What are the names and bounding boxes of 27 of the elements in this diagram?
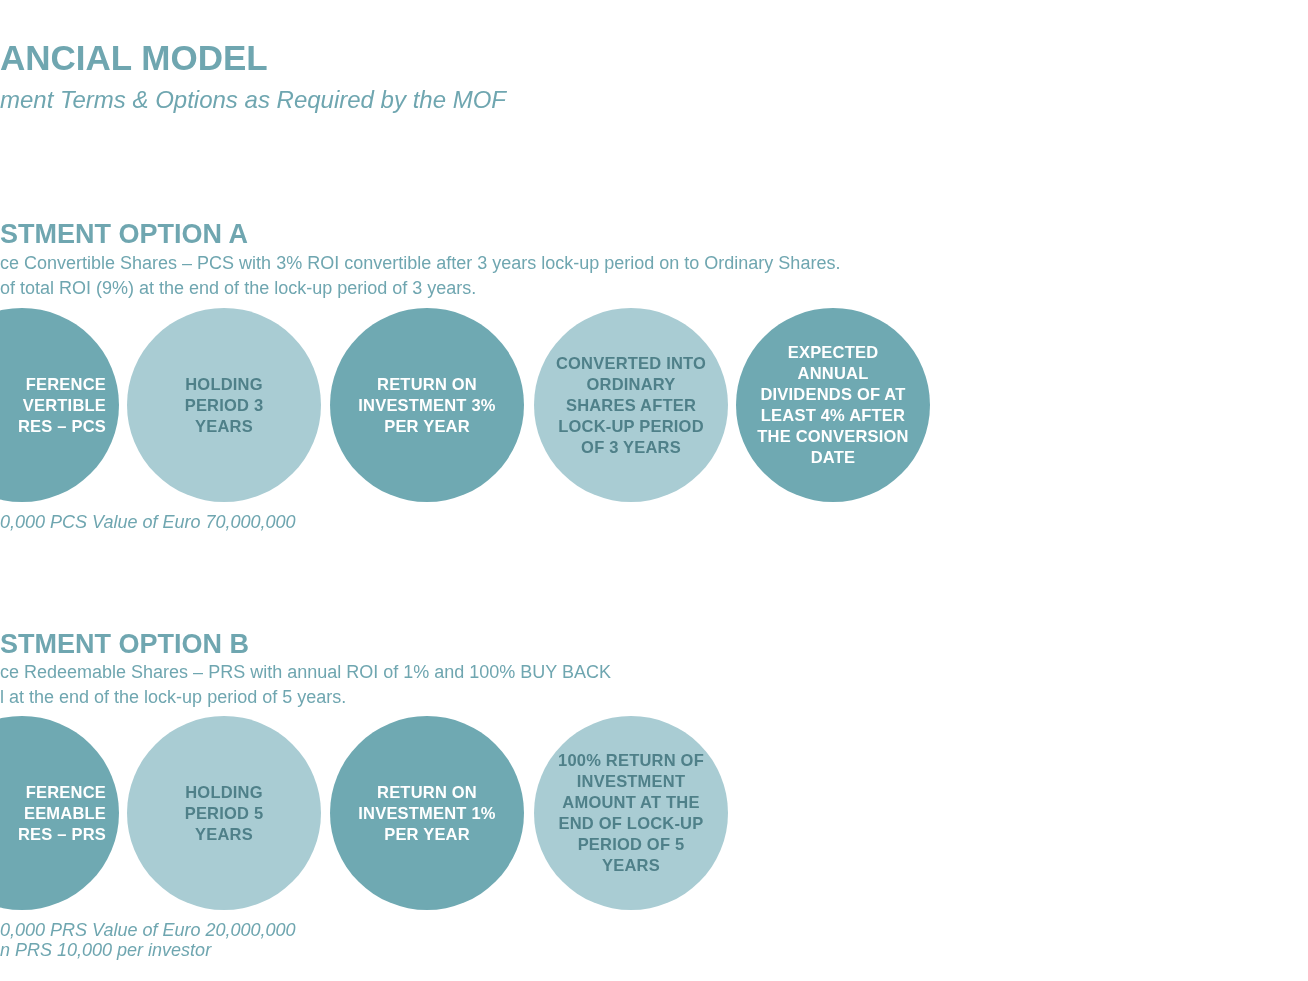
subtitle: ment Terms & Options as Required by the MOF [0, 86, 506, 114]
circle-text: FERENCE EEMABLE RES – PRS [17, 781, 106, 845]
circle-text: 100% RETURN OF INVESTMENT AMOUNT AT THE END OF LOCK-UP PERIOD OF 5 YEARS [557, 750, 705, 876]
note-text: 0,000 PRS Value of Euro 20,000,000 [0, 920, 296, 941]
circle-node [533, 715, 729, 911]
circle-text: RETURN ON INVESTMENT 1% PER YEAR [357, 781, 497, 845]
description-text: of total ROI (9%) at the end of the lock-up period of 3 years. [0, 278, 477, 299]
note-text: 0,000 PCS Value of Euro 70,000,000 [0, 512, 296, 533]
description-text: l at the end of the lock-up period of 5 years. [0, 687, 347, 708]
circle-node [735, 307, 931, 503]
circle-text: HOLDING PERIOD 3 YEARS [183, 373, 265, 437]
section-heading: STMENT OPTION B [0, 629, 249, 660]
description-text: ce Convertible Shares – PCS with 3% ROI convertible after 3 years lock-up period on to Ordinary Shares. [0, 253, 841, 274]
circle-node [329, 715, 525, 911]
circle-node [533, 307, 729, 503]
circle-node [329, 307, 525, 503]
circle-node [126, 307, 322, 503]
circle-text: RETURN ON INVESTMENT 3% PER YEAR [357, 373, 497, 437]
circle-text: CONVERTED INTO ORDINARY SHARES AFTER LOCK-UP PERIOD OF 3 YEARS [555, 352, 707, 458]
note-text: n PRS 10,000 per investor [0, 940, 212, 961]
circle-text: FERENCE VERTIBLE RES – PCS [17, 373, 106, 437]
title: ANCIAL MODEL [0, 38, 268, 78]
description-text: ce Redeemable Shares – PRS with annual ROI of 1% and 100% BUY BACK [0, 662, 611, 683]
circle-node [126, 715, 322, 911]
section-heading: STMENT OPTION A [0, 219, 248, 250]
circle-text: EXPECTED ANNUAL DIVIDENDS OF AT LEAST 4% AFTER THE CONVERSION DATE [757, 342, 909, 468]
circle-text: HOLDING PERIOD 5 YEARS [183, 781, 265, 845]
